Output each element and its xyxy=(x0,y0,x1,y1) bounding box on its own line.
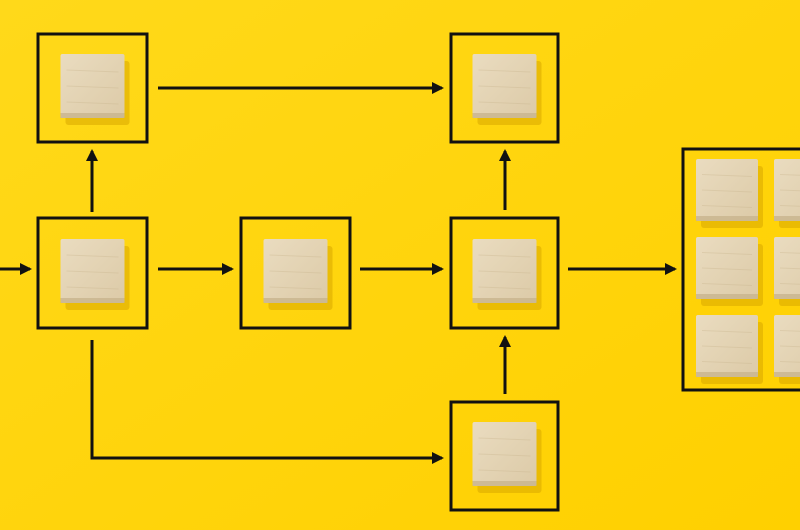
output-block-1 xyxy=(696,159,763,228)
arrow-mid-left-to-bottom-right xyxy=(90,340,444,464)
mid-center-block xyxy=(263,239,333,310)
mid-left-block xyxy=(60,239,130,310)
output-block-2 xyxy=(774,159,800,228)
top-left-block xyxy=(60,54,130,125)
flow-connections xyxy=(0,82,677,464)
bottom-right-frame xyxy=(449,400,560,512)
output-block-6 xyxy=(774,315,800,384)
mid-left-frame xyxy=(36,216,149,330)
top-right-frame xyxy=(449,32,560,144)
mid-right-frame xyxy=(449,216,560,330)
output-grid-frame xyxy=(681,147,800,392)
bottom-right-block xyxy=(472,422,542,493)
mid-right-block xyxy=(472,239,542,310)
output-block-5 xyxy=(696,315,763,384)
output-block-3 xyxy=(696,237,763,306)
wooden-blocks xyxy=(60,54,800,493)
node-frames xyxy=(36,32,800,512)
output-block-4 xyxy=(774,237,800,306)
top-right-block xyxy=(472,54,542,125)
mid-center-frame xyxy=(239,216,352,330)
top-left-frame xyxy=(36,32,149,144)
